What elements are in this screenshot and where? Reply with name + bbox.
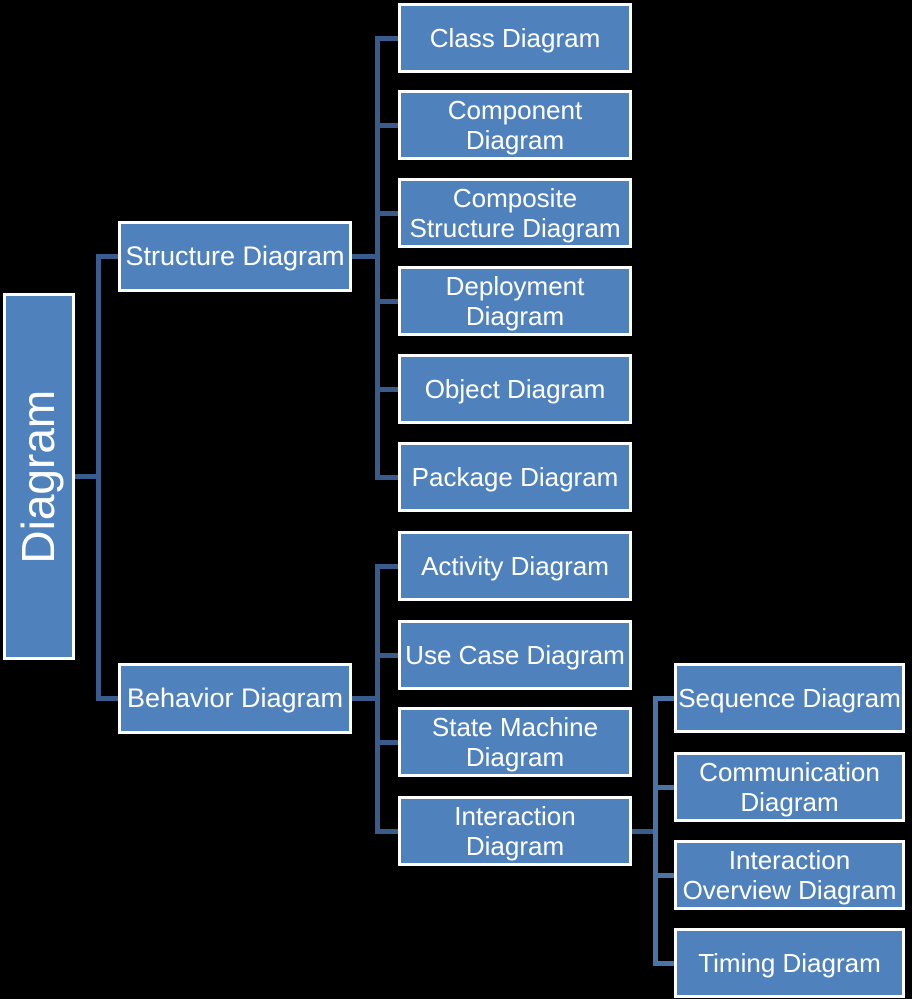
- node-interaction-overview-diagram: Interaction Overview Diagram: [674, 840, 905, 910]
- node-component-diagram: Component Diagram: [398, 90, 632, 160]
- node-composite-structure-diagram: Composite Structure Diagram: [398, 178, 632, 248]
- node-sequence-diagram: Sequence Diagram: [674, 663, 905, 733]
- connector-trunk-interaction: [653, 696, 658, 966]
- connector-elbow-class: [378, 36, 398, 41]
- node-timing-diagram: Timing Diagram: [674, 928, 905, 998]
- node-behavior-diagram: Behavior Diagram: [118, 663, 352, 734]
- connector-elbow-communication: [656, 785, 674, 790]
- node-communication-diagram: Communication Diagram: [674, 752, 905, 822]
- node-state-machine-diagram: State Machine Diagram: [398, 707, 632, 777]
- node-activity-diagram: Activity Diagram: [398, 531, 632, 601]
- connector-elbow-timing: [656, 961, 674, 966]
- node-interaction-diagram: Interaction Diagram: [398, 796, 632, 866]
- connector-elbow-sequence: [656, 696, 674, 701]
- node-use-case-diagram: Use Case Diagram: [398, 620, 632, 690]
- connector-elbow-overview: [656, 873, 674, 878]
- connector-elbow-interaction: [378, 829, 398, 834]
- connector-elbow-package: [378, 475, 398, 480]
- connector-elbow-composite: [378, 211, 398, 216]
- connector-structure-out: [352, 254, 375, 259]
- node-structure-diagram: Structure Diagram: [118, 221, 352, 292]
- node-diagram-label: Diagram: [12, 389, 65, 564]
- node-deployment-diagram: Deployment Diagram: [398, 266, 632, 336]
- node-class-diagram: Class Diagram: [398, 3, 632, 73]
- connector-elbow-usecase: [378, 653, 398, 658]
- node-package-diagram: Package Diagram: [398, 442, 632, 512]
- connector-trunk-level1: [96, 254, 101, 701]
- connector-elbow-statemachine: [378, 740, 398, 745]
- connector-elbow-deployment: [378, 299, 398, 304]
- connector-trunk-behavior: [375, 564, 380, 834]
- connector-elbow-object: [378, 387, 398, 392]
- node-diagram: Diagram: [3, 293, 75, 660]
- connector-elbow-activity: [378, 564, 398, 569]
- connector-trunk-structure: [375, 36, 380, 480]
- connector-root-stub: [75, 474, 98, 479]
- connector-behavior-out: [352, 696, 375, 701]
- connector-behavior-in: [99, 696, 118, 701]
- connector-structure-in: [99, 254, 118, 259]
- node-object-diagram: Object Diagram: [398, 354, 632, 424]
- connector-elbow-component: [378, 123, 398, 128]
- connector-interaction-out: [632, 829, 656, 834]
